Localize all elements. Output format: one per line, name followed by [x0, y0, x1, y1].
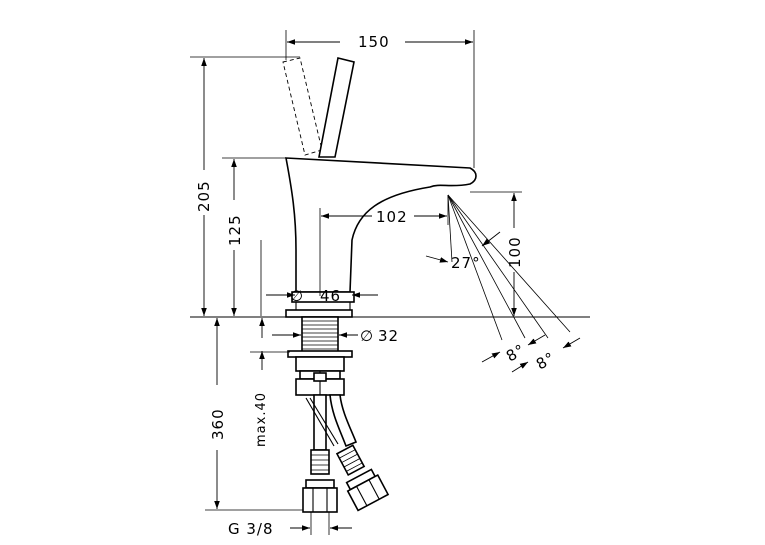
faucet-body — [282, 57, 477, 318]
dimension-125: 125 — [222, 157, 286, 316]
dimension-8-angles: 8° 8° — [481, 334, 581, 373]
dimension-150: 150 — [285, 30, 475, 168]
spray-cone: 27° — [425, 194, 571, 341]
dimension-32: ∅ 32 — [272, 327, 399, 345]
dimension-205: 205 — [190, 56, 300, 316]
dimension-102: 102 — [319, 195, 449, 296]
dim-32-diameter-symbol: ∅ — [360, 327, 374, 345]
dim-150-label: 150 — [358, 33, 390, 51]
dim-27-label: 27° — [451, 254, 481, 272]
dim-8-left-label: 8° — [503, 340, 528, 365]
dimension-g38: G 3/8 — [228, 512, 352, 538]
dim-125-label: 125 — [226, 214, 244, 246]
dim-46-diameter-symbol: ∅ — [290, 287, 304, 305]
dim-102-label: 102 — [376, 208, 408, 226]
dim-100-label: 100 — [506, 236, 524, 268]
dimension-max40: max.40 — [250, 318, 290, 447]
dim-8-right-label: 8° — [533, 348, 558, 373]
dim-32-label: 32 — [378, 327, 399, 345]
dim-205-label: 205 — [195, 180, 213, 212]
dim-46-label: 46 — [320, 287, 341, 305]
dim-360-label: 360 — [209, 408, 227, 440]
dimension-100: 100 — [470, 191, 524, 316]
dimension-46: ∅ 46 — [260, 240, 378, 316]
dimension-360: 360 — [205, 318, 303, 511]
dim-max40-label: max.40 — [254, 392, 269, 447]
dim-g38-label: G 3/8 — [228, 520, 274, 538]
mounting-assembly — [287, 316, 390, 513]
